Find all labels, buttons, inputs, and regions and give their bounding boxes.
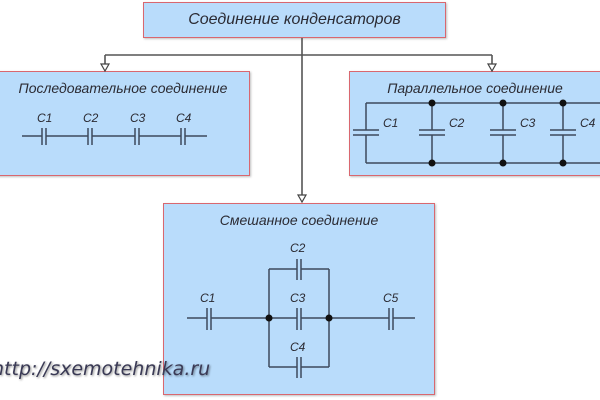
mixed-label-c4: C4: [290, 340, 306, 354]
node-dot: [265, 314, 273, 322]
parallel-box: Параллельное соединение: [349, 71, 600, 176]
node-dot: [428, 159, 436, 167]
parallel-label-c3: C3: [520, 116, 536, 130]
arrow-right-icon: [486, 63, 498, 73]
series-label-c2: C2: [83, 111, 99, 125]
series-box: Последовательное соединение: [0, 71, 250, 176]
node-dot: [428, 99, 436, 107]
node-dot: [325, 314, 333, 322]
parallel-title: Параллельное соединение: [387, 80, 563, 96]
node-dot: [559, 99, 567, 107]
mixed-label-c5: C5: [383, 291, 399, 305]
mixed-label-c1: C1: [200, 291, 215, 305]
series-circuit: [22, 128, 207, 145]
connectors: [104, 38, 493, 195]
mixed-box: Смешанное соединение: [163, 203, 435, 395]
arrow-bottom-icon: [296, 194, 308, 204]
watermark: http://sxemotehnika.ru: [0, 358, 211, 380]
root-title: Соединение конденсаторов: [188, 11, 401, 28]
node-dot: [499, 159, 507, 167]
parallel-label-c1: C1: [383, 116, 398, 130]
mixed-label-c2: C2: [290, 241, 306, 255]
arrow-left-icon: [99, 63, 111, 73]
parallel-label-c4: C4: [580, 116, 596, 130]
node-dot: [499, 99, 507, 107]
mixed-circuit: [187, 259, 415, 378]
parallel-label-c2: C2: [449, 116, 465, 130]
series-label-c1: C1: [37, 111, 52, 125]
series-title: Последовательное соединение: [18, 80, 228, 96]
series-label-c4: C4: [176, 111, 192, 125]
parallel-circuit: [353, 102, 600, 164]
mixed-label-c3: C3: [290, 291, 306, 305]
node-dot: [559, 159, 567, 167]
series-label-c3: C3: [130, 111, 146, 125]
root-box: Соединение конденсаторов: [143, 2, 446, 38]
mixed-title: Смешанное соединение: [219, 212, 379, 228]
